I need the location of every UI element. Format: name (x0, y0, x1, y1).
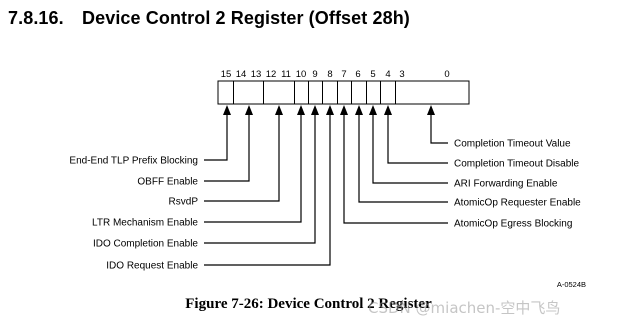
leader-line (343, 112, 448, 224)
section-title: Device Control 2 Register (Offset 28h) (82, 8, 410, 28)
arrowhead (245, 105, 253, 115)
figure-caption: Figure 7-26: Device Control 2 Register (185, 296, 432, 312)
connector-rsvdp (204, 105, 283, 202)
field-label-completion-timeout-disable: Completion Timeout Disable (454, 159, 579, 170)
arrowhead (311, 105, 319, 115)
leader-line (358, 112, 448, 203)
section-number: 7.8.16. (8, 8, 64, 28)
bit-label-3: 3 (399, 69, 404, 80)
watermark: CSDN @miachen-空中飞鸟 (368, 299, 561, 317)
bit-label-10: 10 (296, 69, 307, 80)
field-label-obff-enable: OBFF Enable (137, 177, 198, 188)
bit-label-4: 4 (385, 69, 390, 80)
connector-ido-request-enable (204, 105, 334, 266)
bit-label-15: 15 (221, 69, 232, 80)
figure-id: A-0524B (557, 280, 586, 289)
connector-atomicop-requester-enable (355, 105, 448, 203)
bit-label-9: 9 (312, 69, 317, 80)
leader-line (204, 112, 316, 244)
leader-line (204, 112, 331, 266)
field-label-ido-completion-enable: IDO Completion Enable (93, 239, 198, 250)
leader-line (372, 112, 448, 184)
leader-line (204, 112, 302, 223)
field-label-end-end-tlp-prefix-blocking: End-End TLP Prefix Blocking (69, 156, 198, 167)
section-heading: 7.8.16. Device Control 2 Register (Offset… (8, 8, 410, 29)
connector-ltr-mechanism-enable (204, 105, 305, 223)
connector-obff-enable (204, 105, 253, 182)
field-label-atomicop-egress-blocking: AtomicOp Egress Blocking (454, 219, 572, 230)
field-connectors (204, 105, 448, 266)
field-label-atomicop-requester-enable: AtomicOp Requester Enable (454, 198, 581, 209)
field-label-ido-request-enable: IDO Request Enable (106, 261, 198, 272)
connector-end-end-tlp-prefix-blocking (204, 105, 231, 161)
leader-line (204, 112, 228, 161)
connector-completion-timeout-value (427, 105, 448, 144)
leader-line (204, 112, 250, 182)
bit-label-5: 5 (370, 69, 375, 80)
leader-line (204, 112, 280, 202)
bit-label-0: 0 (444, 69, 449, 80)
arrowhead (369, 105, 377, 115)
arrowhead (275, 105, 283, 115)
bit-label-11: 11 (281, 69, 291, 80)
leader-line (387, 112, 448, 164)
field-label-ari-forwarding-enable: ARI Forwarding Enable (454, 179, 558, 190)
register-bitfield-box (217, 80, 470, 105)
arrowhead (427, 105, 435, 115)
bit-label-14: 14 (236, 69, 247, 80)
arrowhead (340, 105, 348, 115)
connector-ari-forwarding-enable (369, 105, 448, 184)
arrowhead (355, 105, 363, 115)
connector-completion-timeout-disable (384, 105, 448, 164)
arrowhead (326, 105, 334, 115)
connector-atomicop-egress-blocking (340, 105, 448, 224)
connector-ido-completion-enable (204, 105, 319, 244)
bit-label-6: 6 (355, 69, 360, 80)
field-label-rsvdp: RsvdP (169, 197, 199, 208)
bit-label-13: 13 (251, 69, 262, 80)
field-label-ltr-mechanism-enable: LTR Mechanism Enable (92, 218, 198, 229)
bit-label-7: 7 (341, 69, 346, 80)
bit-label-8: 8 (327, 69, 332, 80)
arrowhead (384, 105, 392, 115)
arrowhead (297, 105, 305, 115)
bit-label-12: 12 (266, 69, 277, 80)
field-label-completion-timeout-value: Completion Timeout Value (454, 139, 571, 150)
leader-line (430, 112, 448, 144)
arrowhead (223, 105, 231, 115)
